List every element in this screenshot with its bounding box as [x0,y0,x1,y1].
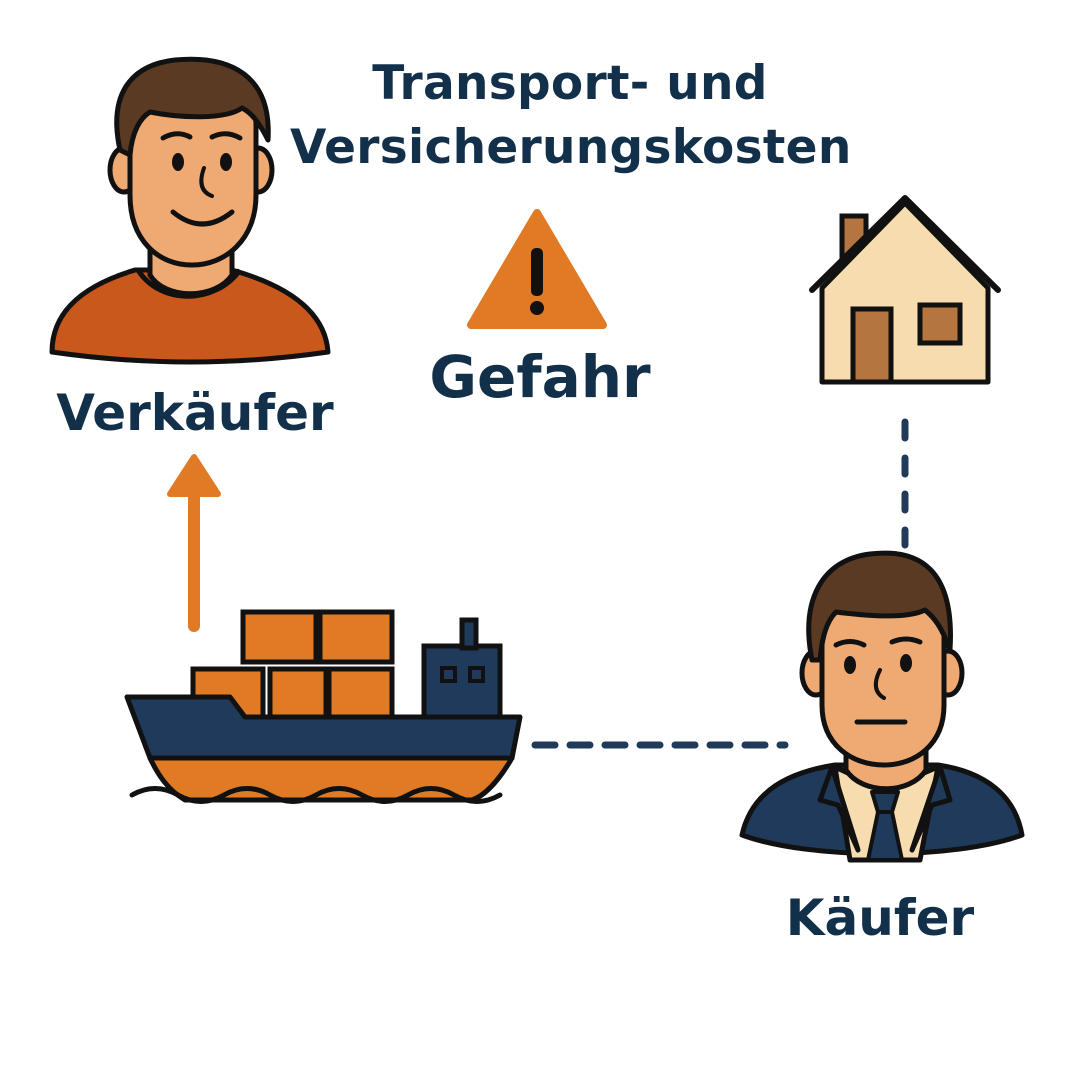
diagram-title: Transport- und Versicherungskosten [290,52,852,180]
warning-triangle-icon [467,209,607,329]
risk-label: Gefahr [429,343,651,411]
seller-person-icon [49,56,331,365]
container-ship-icon [124,609,523,804]
arrow-ship-to-seller [167,454,221,632]
title-line-2: Versicherungskosten [290,120,852,175]
title-line-1: Transport- und [372,56,768,111]
seller-label: Verkäufer [56,384,334,442]
buyer-label: Käufer [785,889,975,947]
buyer-businessman-icon [739,550,1025,863]
house-icon [809,195,1001,385]
